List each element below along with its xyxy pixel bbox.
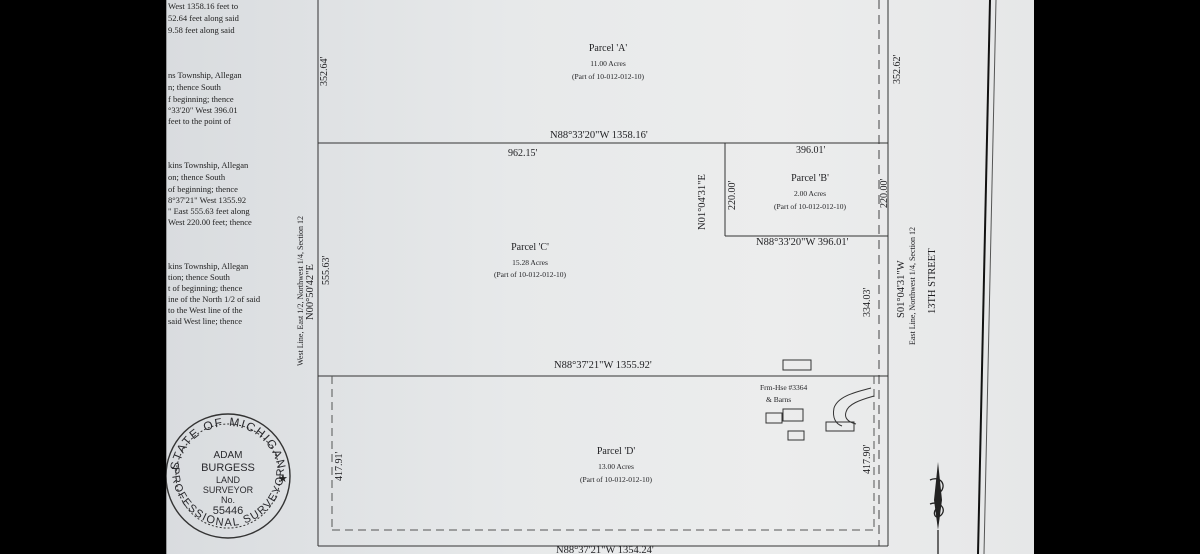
description-line: to the West line of the bbox=[168, 305, 243, 315]
dim-c-north: 962.15' bbox=[508, 148, 538, 159]
description-line: f beginning; thence bbox=[168, 94, 234, 104]
parcel-a-title: Parcel 'A' bbox=[588, 43, 628, 54]
description-line: " East 555.63 feet along bbox=[168, 206, 250, 216]
dim-b-east: 220.00' bbox=[879, 178, 890, 208]
parcel-d-part-of: (Part of 10-012-012-10) bbox=[579, 475, 653, 484]
description-line: on; thence South bbox=[168, 172, 226, 182]
dim-d-west: 417.91' bbox=[334, 451, 345, 481]
description-line: feet to the point of bbox=[168, 116, 231, 126]
bearing-east-line: S01°04'31"W bbox=[896, 260, 907, 318]
description-line: ns Township, Allegan bbox=[168, 70, 242, 80]
description-line: 8°37'21" West 1355.92 bbox=[168, 195, 247, 205]
parcel-d-acres: 13.00 Acres bbox=[598, 462, 634, 471]
dim-b-west: 220.00' bbox=[727, 180, 738, 210]
barn-outline bbox=[782, 408, 804, 422]
driveway-path bbox=[833, 387, 872, 427]
driveway-path bbox=[845, 395, 875, 425]
description-line: n; thence South bbox=[168, 82, 221, 92]
description-line: °33'20" West 396.01 bbox=[168, 105, 238, 115]
description-line: t of beginning; thence bbox=[168, 283, 243, 293]
north-arrow-icon bbox=[934, 462, 942, 530]
dim-a-west: 352.64' bbox=[319, 56, 330, 86]
seal-title-2: SURVEYOR bbox=[202, 485, 254, 495]
description-line: West 220.00 feet; thence bbox=[168, 217, 252, 227]
seal-outer-ring bbox=[166, 413, 291, 539]
seal-title-1: LAND bbox=[215, 475, 240, 485]
parcel-a-part-of: (Part of 10-012-012-10) bbox=[571, 72, 645, 81]
parcel-b-acres: 2.00 Acres bbox=[793, 189, 827, 198]
seal-name-1: ADAM bbox=[213, 450, 243, 461]
parcel-a-acres: 11.00 Acres bbox=[590, 59, 626, 68]
dim-b-north: 396.01' bbox=[796, 145, 826, 156]
label-street: 13TH STREET bbox=[927, 248, 938, 314]
description-line: said West line; thence bbox=[168, 316, 242, 326]
bearing-west-line: N00°50'42"E bbox=[305, 264, 316, 320]
bearing-b-west: N01°04'31"E bbox=[697, 174, 708, 230]
dim-d-east: 417.90' bbox=[862, 444, 873, 474]
seal-name-2: BURGESS bbox=[201, 462, 255, 474]
parcel-b-part-of: (Part of 10-012-012-10) bbox=[773, 202, 847, 211]
description-line: 52.64 feet along said bbox=[168, 13, 239, 23]
building-outline bbox=[782, 359, 812, 371]
barn-outline bbox=[765, 412, 783, 424]
seal-inner-ring bbox=[175, 423, 281, 529]
parcel-b-title: Parcel 'B' bbox=[791, 173, 829, 184]
parcel-c-part-of: (Part of 10-012-012-10) bbox=[493, 270, 567, 279]
barn-outline bbox=[825, 421, 855, 432]
bearing-line-a-c: N88°33'20"W 1358.16' bbox=[550, 130, 648, 141]
page-edge-line-1 bbox=[977, 0, 991, 554]
description-line: of beginning; thence bbox=[168, 184, 238, 194]
label-west-line: West Line, East 1/2, Northwest 1/4, Sect… bbox=[296, 216, 305, 366]
label-barns: & Barns bbox=[766, 395, 792, 404]
parcel-d-title: Parcel 'D' bbox=[596, 446, 636, 457]
bearing-line-b-south: N88°33'20"W 396.01' bbox=[756, 237, 849, 248]
parcel-c-title: Parcel 'C' bbox=[511, 242, 549, 253]
description-line: tion; thence South bbox=[168, 272, 230, 282]
label-farmhouse: Frm-Hse #3364 bbox=[760, 383, 808, 392]
seal-no-label: No. bbox=[220, 495, 235, 505]
dim-east-mid: 334.03' bbox=[862, 287, 873, 317]
barn-outline bbox=[787, 430, 805, 441]
bearing-line-c-d: N88°37'21"W 1355.92' bbox=[554, 360, 652, 371]
survey-document: STATE OF MICHIGAN PROFESSIONAL SURVEYOR … bbox=[166, 0, 1034, 554]
description-line: West 1358.16 feet to bbox=[168, 1, 239, 11]
seal-star-icon: ★ bbox=[278, 472, 288, 485]
page-edge-line-2 bbox=[983, 0, 997, 554]
surveyor-seal: ADAM BURGESS LAND SURVEYOR No. 55446 bbox=[166, 405, 294, 553]
bearing-line-bottom: N88°37'21"W 1354.24' bbox=[556, 545, 654, 554]
description-line: kins Township, Allegan bbox=[168, 261, 249, 271]
description-line: kins Township, Allegan bbox=[168, 160, 249, 170]
seal-number: 55446 bbox=[212, 505, 244, 517]
survey-linework: STATE OF MICHIGAN PROFESSIONAL SURVEYOR … bbox=[166, 0, 997, 554]
dim-a-east: 352.62' bbox=[892, 54, 903, 84]
description-line: 9.58 feet along said bbox=[168, 25, 235, 35]
parcel-c-acres: 15.28 Acres bbox=[512, 258, 548, 267]
label-east-line: East Line, Northwest 1/4, Section 12 bbox=[908, 227, 917, 345]
description-line: ine of the North 1/2 of said bbox=[168, 294, 261, 304]
dim-c-west: 555.63' bbox=[321, 255, 332, 285]
